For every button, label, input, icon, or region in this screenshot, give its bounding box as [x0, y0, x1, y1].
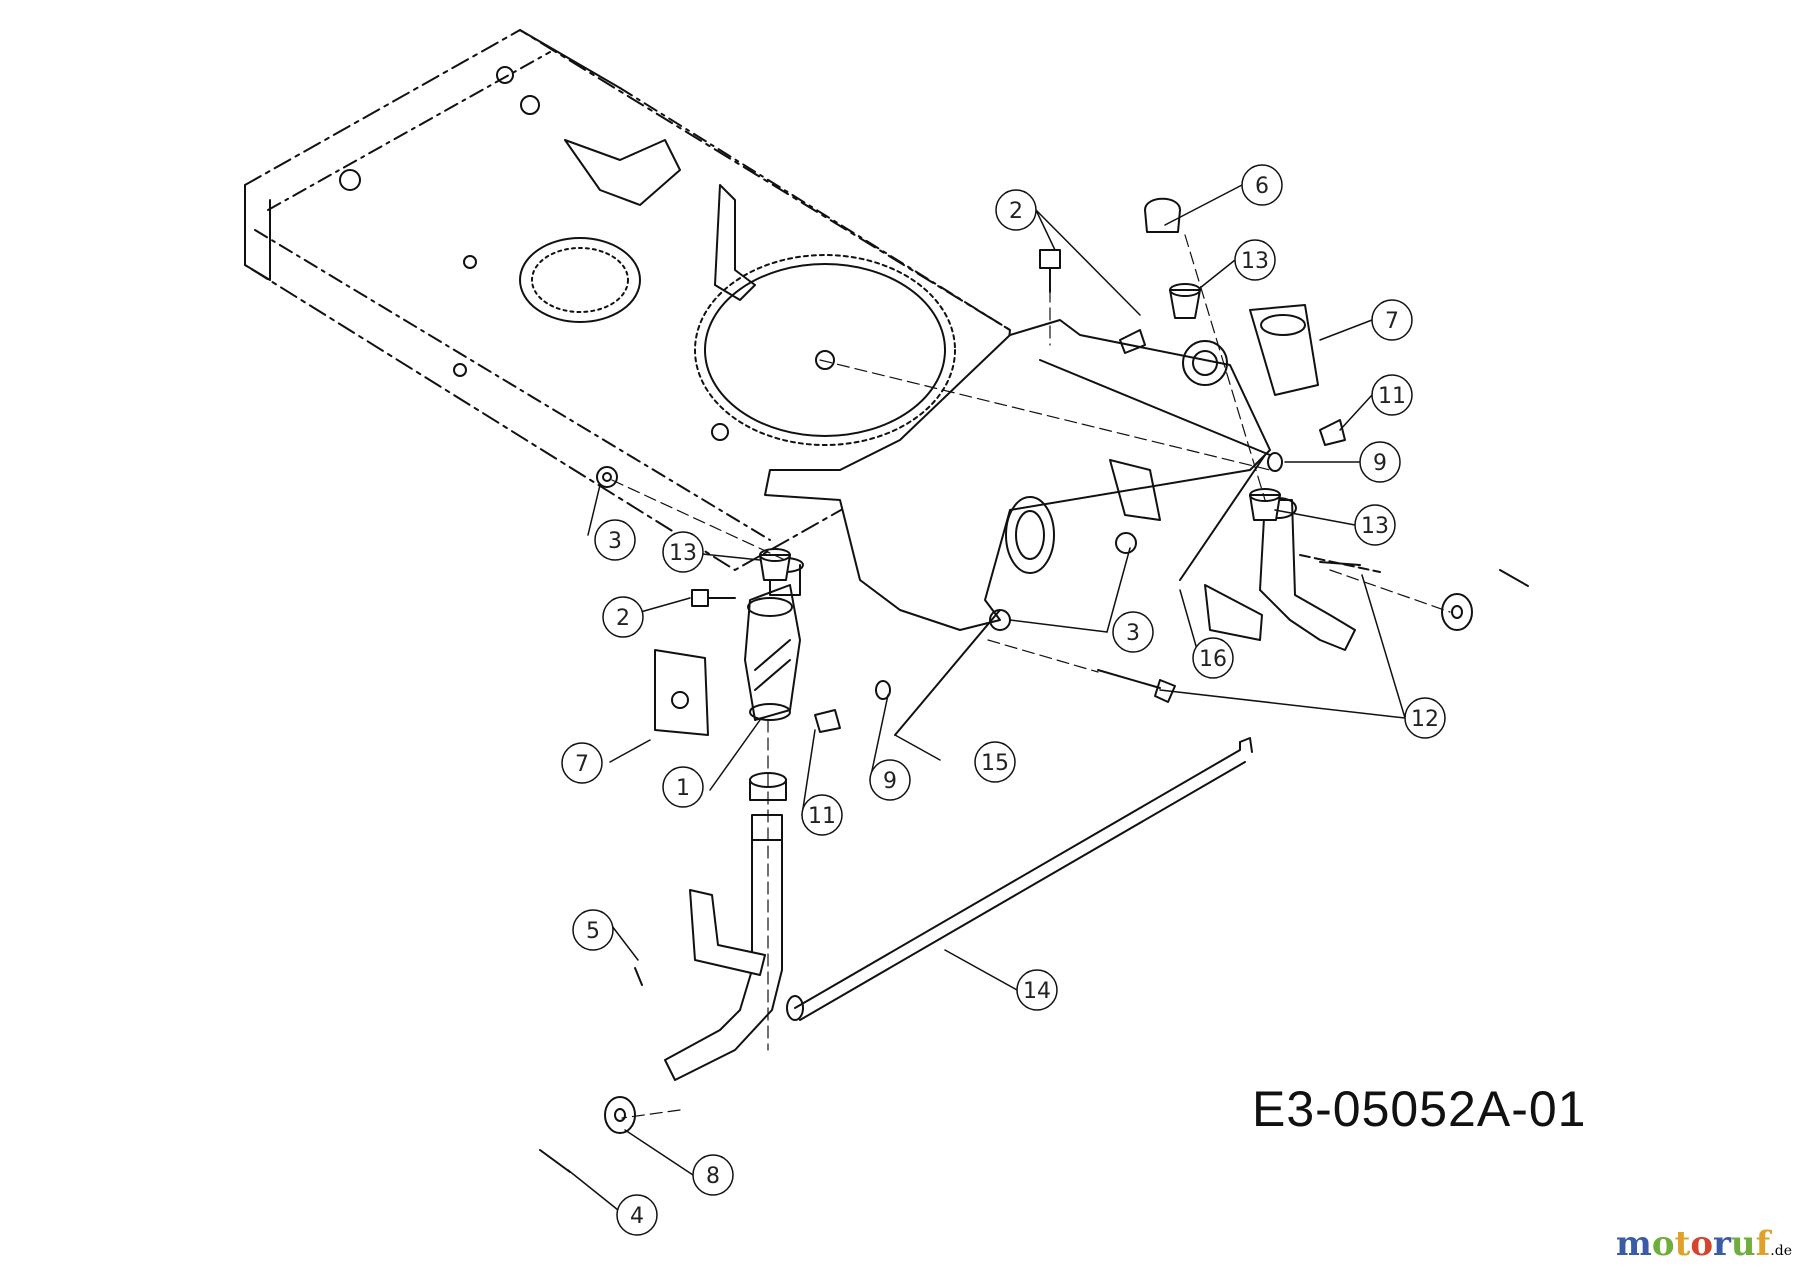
callout-13-right: 13 [1354, 504, 1396, 546]
callout-2-left: 2 [602, 596, 644, 638]
callout-label: 1 [676, 776, 690, 801]
callouts: 1 2 2 3 3 4 5 6 7 7 8 9 9 11 11 12 13 13… [561, 164, 1446, 1236]
callout-14: 14 [1016, 969, 1058, 1011]
callout-9-left: 9 [869, 759, 911, 801]
callout-label: 5 [586, 919, 600, 944]
callout-label: 11 [1378, 384, 1406, 409]
callout-label: 11 [808, 804, 836, 829]
callout-label: 13 [1361, 514, 1389, 539]
brand-letter: o [1690, 1224, 1713, 1264]
callout-label: 2 [1009, 199, 1023, 224]
callout-label: 8 [706, 1164, 720, 1189]
tie-rod [786, 737, 1253, 1021]
left-spindle [664, 772, 787, 1081]
callout-7-left: 7 [561, 742, 603, 784]
callout-5: 5 [572, 909, 614, 951]
callout-label: 3 [1126, 621, 1140, 646]
callout-15: 15 [974, 741, 1016, 783]
brand-letter: t [1674, 1224, 1691, 1264]
callout-label: 9 [1373, 451, 1387, 476]
callout-12: 12 [1404, 697, 1446, 739]
callout-9-right: 9 [1359, 441, 1401, 483]
callout-3-right: 3 [1112, 611, 1154, 653]
brand-letter: f [1755, 1224, 1771, 1264]
callout-label: 4 [630, 1204, 644, 1229]
callout-label: 13 [669, 541, 697, 566]
leader-lines [567, 184, 1406, 1211]
callout-13-top: 13 [1234, 239, 1276, 281]
callout-label: 7 [575, 752, 589, 777]
right-spindle [1204, 497, 1356, 651]
callout-label: 7 [1385, 309, 1399, 334]
callout-label: 2 [616, 606, 630, 631]
callout-6: 6 [1241, 164, 1283, 206]
brand-watermark: motoruf.de [1616, 1224, 1792, 1264]
left-spindle-support [744, 557, 804, 721]
brand-domain: .de [1770, 1243, 1792, 1259]
callout-label: 9 [883, 769, 897, 794]
drawing-code: E3-05052A-01 [1252, 1081, 1587, 1137]
callout-11-left: 11 [801, 794, 843, 836]
front-axle-beam [764, 319, 1271, 631]
callout-label: 16 [1199, 647, 1227, 672]
callout-16: 16 [1192, 637, 1234, 679]
callout-label: 12 [1411, 707, 1439, 732]
brand-letter: r [1713, 1224, 1731, 1264]
callout-7-right: 7 [1371, 299, 1413, 341]
drag-link-15 [894, 609, 1001, 736]
brand-letters: motoruf [1616, 1224, 1770, 1264]
callout-label: 14 [1023, 979, 1051, 1004]
callout-2-top: 2 [995, 189, 1037, 231]
brand-letter: o [1651, 1224, 1675, 1264]
callout-8: 8 [692, 1154, 734, 1196]
brand-letter: u [1730, 1224, 1756, 1264]
brand-letter: m [1615, 1224, 1652, 1264]
hardware [539, 197, 1529, 1173]
callout-label: 15 [981, 751, 1009, 776]
callout-label: 13 [1241, 249, 1269, 274]
callout-13-left: 13 [662, 531, 704, 573]
callout-label: 3 [608, 529, 622, 554]
drag-link-16 [1179, 454, 1266, 581]
callout-label: 6 [1255, 174, 1269, 199]
callout-3-left: 3 [594, 519, 636, 561]
callout-1: 1 [662, 766, 704, 808]
callout-4: 4 [616, 1194, 658, 1236]
callout-11-right: 11 [1371, 374, 1413, 416]
assembly-lines [611, 234, 1451, 1119]
